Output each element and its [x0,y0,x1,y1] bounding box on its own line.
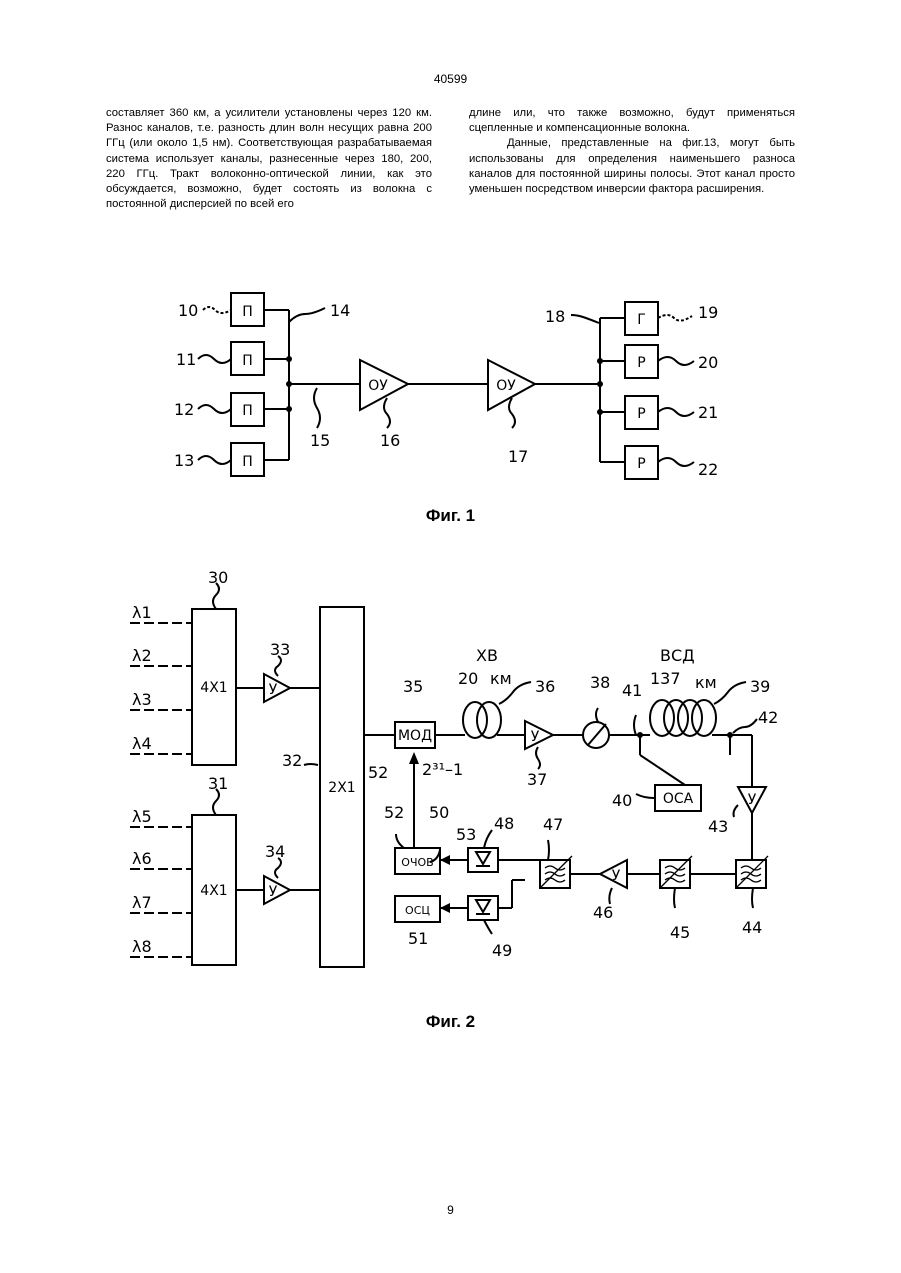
ref-number: 44 [742,918,762,937]
lambda-label: λ8 [132,937,152,956]
page-number: 9 [0,1203,901,1217]
ref-number: 40 [612,791,632,810]
lambda-label: λ6 [132,849,152,868]
lambda-label: λ1 [132,603,152,622]
fiber-type-label: ВСД [660,646,695,665]
ref-number: 41 [622,681,642,700]
ref-number: 34 [265,842,285,861]
lambda-label: λ4 [132,734,152,753]
prbs-label: 2³¹–1 [422,760,463,779]
ref-number: 35 [403,677,423,696]
modulator-label: МОД [398,728,432,744]
ref-number: 53 [456,825,476,844]
lambda-label: λ2 [132,646,152,665]
ref-number: 45 [670,923,690,942]
lambda-label: λ7 [132,893,152,912]
amplifier-label: У [531,729,540,745]
ref-number: 32 [282,751,302,770]
ochob-label: ОЧОВ [401,856,433,869]
ref-number: 30 [208,568,228,587]
mux-label: 4Х1 [200,883,227,899]
figure-2-caption: Фиг. 2 [0,1012,901,1032]
ref-number: 47 [543,815,563,834]
ref-number: 49 [492,941,512,960]
amplifier-label: У [748,792,757,808]
fiber-length: 137 [650,669,681,688]
ref-number: 31 [208,774,228,793]
ref-number: 50 [429,803,449,822]
amplifier-label: У [269,682,278,698]
amplifier-label: У [612,868,621,884]
osa-label: ОСА [663,791,694,807]
ref-number: 38 [590,673,610,692]
ref-number: 43 [708,817,728,836]
ref-number: 39 [750,677,770,696]
ref-number: 36 [535,677,555,696]
amplifier-label: У [269,884,278,900]
osc-label: ОСЦ [405,904,430,917]
ref-number: 46 [593,903,613,922]
ref-number: 33 [270,640,290,659]
fiber-length: 20 [458,669,478,688]
fiber-type-label: ХВ [476,646,498,665]
ref-number: 51 [408,929,428,948]
ref-number: 52 [384,803,404,822]
ref-number: 42 [758,708,778,727]
lambda-label: λ3 [132,690,152,709]
ref-number: 48 [494,814,514,833]
ref-number: 52 [368,763,388,782]
fiber-unit: км [490,669,512,688]
mux-label: 4Х1 [200,680,227,696]
mux-label: 2Х1 [328,780,355,796]
fiber-unit: км [695,673,717,692]
ref-number: 37 [527,770,547,789]
lambda-label: λ5 [132,807,152,826]
